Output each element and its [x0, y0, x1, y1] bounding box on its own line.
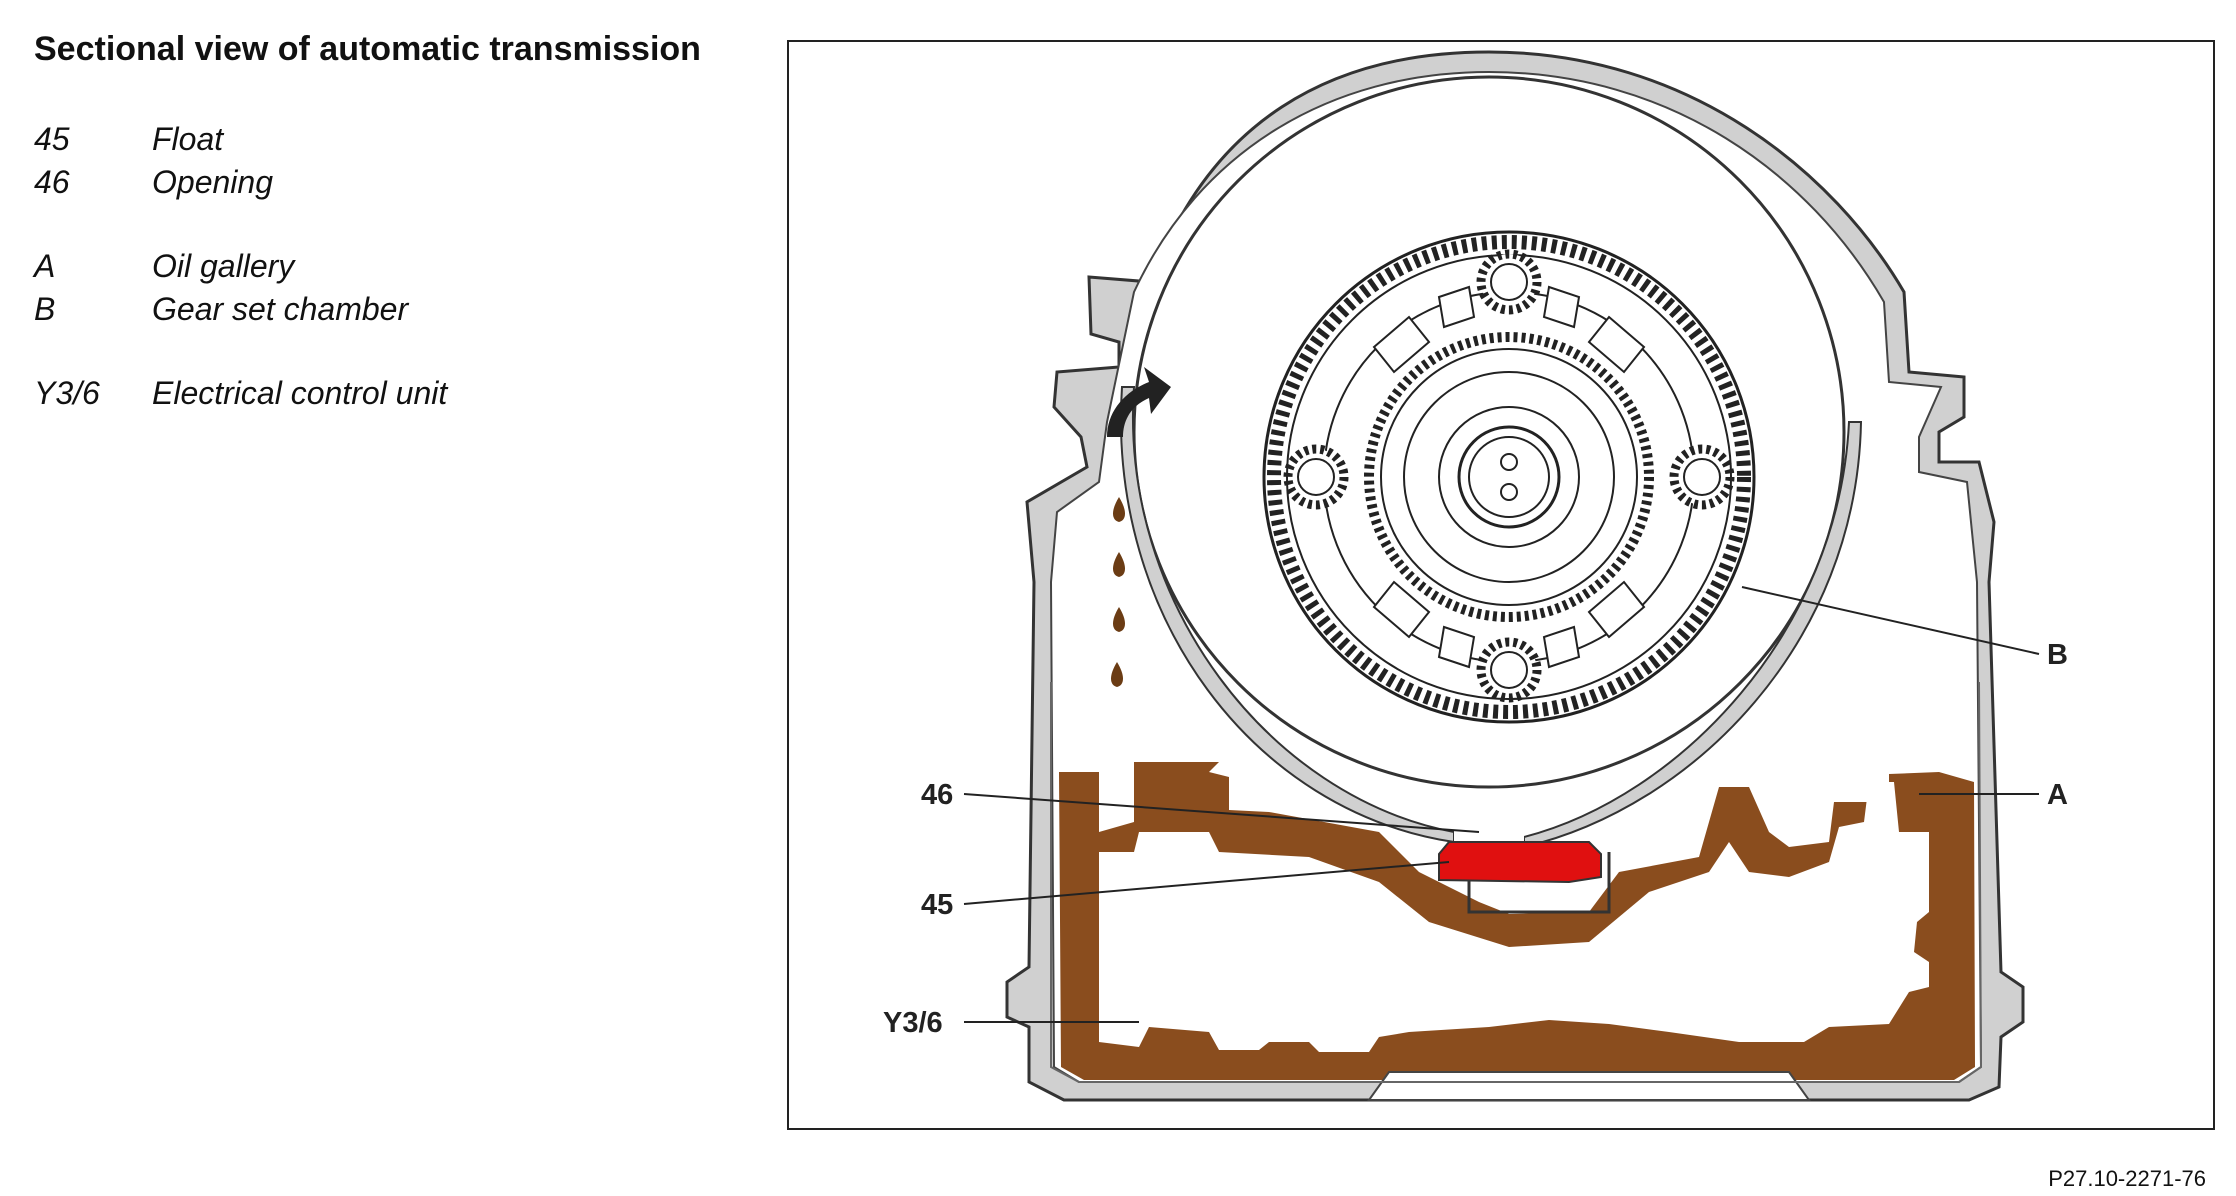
planet-gear-bottom [1476, 637, 1542, 703]
float [1438, 841, 1602, 884]
transmission-section-diagram: 46 45 Y3/6 B A [883, 50, 2068, 1102]
callout-46: 46 [921, 779, 953, 811]
ring-gear-outer [1262, 230, 1756, 724]
callout-a: A [2047, 779, 2068, 811]
legend-key: A [34, 248, 56, 284]
legend-key: 45 [34, 121, 70, 157]
planet-gear-left [1283, 444, 1349, 510]
legend-text: Float [152, 121, 224, 157]
legend-key: 46 [34, 164, 70, 200]
sun-gear-teeth [1364, 332, 1654, 622]
electrical-control-unit [1099, 782, 1929, 1052]
leader-line-b [1741, 586, 2040, 655]
legend-key: Y3/6 [34, 375, 100, 411]
callout-45: 45 [921, 889, 953, 921]
legend-item-46: 46 Opening [34, 161, 447, 204]
callout-y3-6: Y3/6 [883, 1007, 943, 1039]
legend-key: B [34, 291, 56, 327]
planet-gear-top [1476, 249, 1542, 315]
leader-line-46 [963, 793, 1480, 833]
legend-text: Electrical control unit [152, 375, 448, 411]
legend-item-y3-6: Y3/6 Electrical control unit [34, 372, 447, 415]
page-title: Sectional view of automatic transmission [34, 30, 701, 68]
oil-drops-icon [1111, 497, 1125, 687]
float-guide [1467, 852, 1611, 914]
callout-b: B [2047, 639, 2068, 671]
figure-code: P27.10-2271-76 [2048, 1166, 2206, 1191]
leader-line-45 [963, 861, 1450, 905]
legend-item-a: A Oil gallery [34, 245, 447, 288]
shaft [1457, 425, 1561, 529]
housing-base-plate [1367, 1071, 1811, 1101]
diagram-frame: 46 45 Y3/6 B A [787, 40, 2215, 1130]
flow-arrow-icon [1107, 367, 1171, 437]
planet-gear-right [1669, 444, 1735, 510]
legend-item-45: 45 Float [34, 118, 447, 161]
ring-gear-teeth [1267, 235, 1751, 719]
legend-text: Oil gallery [152, 248, 295, 284]
legend-text: Gear set chamber [152, 291, 409, 327]
legend-text: Opening [152, 164, 273, 200]
legend-item-b: B Gear set chamber [34, 288, 447, 331]
legend: 45 Float 46 Opening A Oil gallery B Gear… [34, 118, 447, 415]
